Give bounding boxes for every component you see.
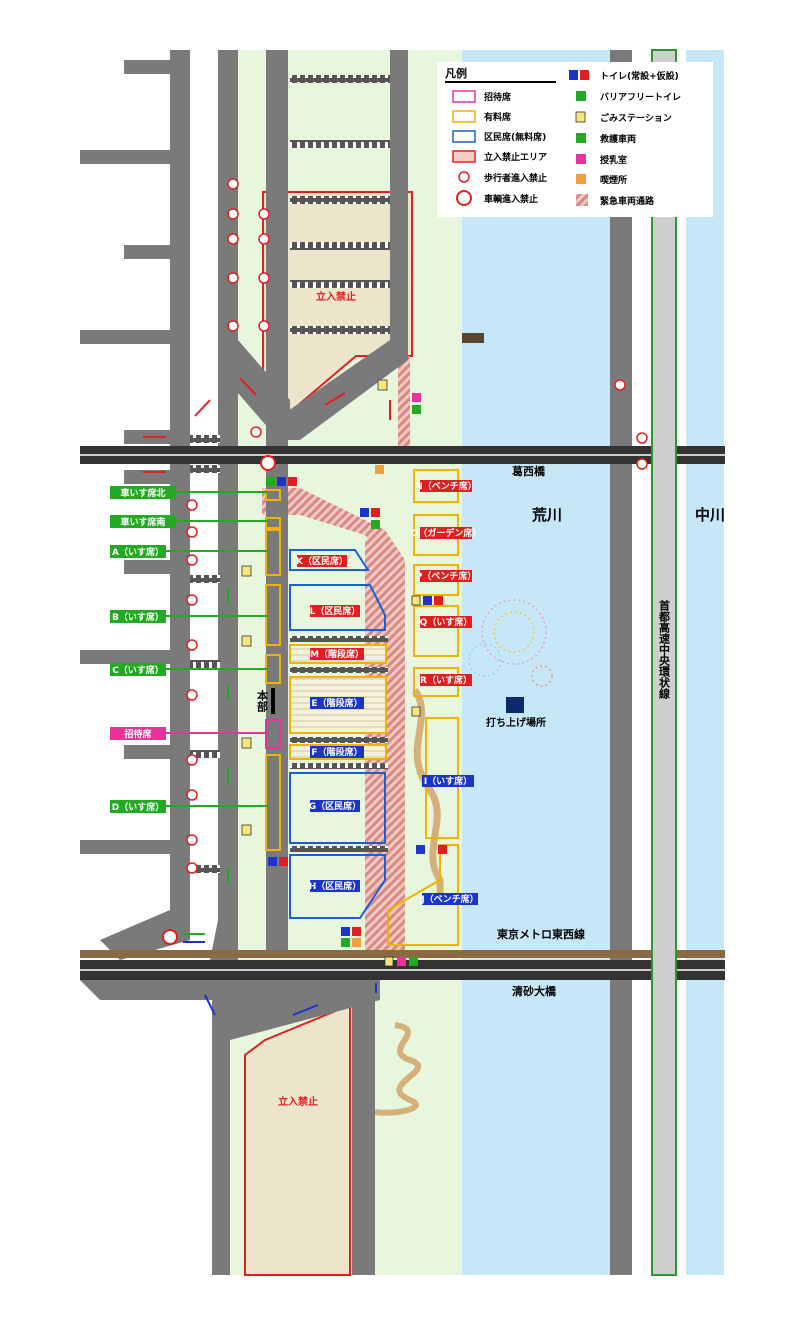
tozai-line-label: 東京メトロ東西線 [497, 927, 585, 941]
launch-site-label: 打ち上げ場所 [486, 716, 546, 729]
crossings [190, 75, 390, 873]
hq-marker [271, 688, 275, 714]
launch-site-marker [506, 697, 524, 713]
kasai-bridge-label: 葛西橋 [511, 464, 546, 478]
resident-seat-labels: K（区民席） L（区民席） G（区民席） H（区民席） [296, 555, 361, 892]
legend-item-resident: 区民席(無料席) [484, 131, 546, 143]
svg-text:R（いす席）: R（いす席） [420, 674, 472, 686]
fireworks-icon [468, 599, 553, 687]
accessible-toilet-icon [576, 91, 586, 101]
east-seat-labels: N（ベンチ席） O（ガーデン席） P（ベンチ席） Q（いす席） R（いす席） I… [411, 480, 482, 905]
nursing-room-icon [576, 154, 586, 164]
sandy-path [411, 688, 444, 900]
facility-icons [241, 379, 447, 967]
svg-text:招待席: 招待席 [124, 728, 151, 740]
svg-text:G（区民席）: G（区民席） [309, 800, 361, 812]
smoking-area-icon [576, 174, 586, 184]
nakagawa-river [686, 50, 724, 1275]
svg-text:J（ベンチ席）: J（ベンチ席） [420, 893, 478, 905]
svg-text:I（いす席）: I（いす席） [424, 775, 472, 787]
paid-seat-box-icon [452, 110, 476, 123]
svg-text:C（いす席）: C（いす席） [112, 664, 164, 676]
svg-text:B（いす席）: B（いす席） [112, 611, 164, 623]
legend-item-invited: 招待席 [484, 91, 511, 103]
no-pedestrian-icon [458, 171, 470, 183]
expressway-label: 首都高速中央環状線 [658, 599, 672, 700]
legend-item-paid: 有料席 [484, 111, 511, 123]
svg-text:K（区民席）: K（区民席） [296, 555, 348, 567]
svg-text:N（ベンチ席）: N（ベンチ席） [415, 480, 477, 492]
direction-arrows [143, 377, 391, 1016]
legend-item-accessible-toilet: バリアフリートイレ [600, 92, 681, 103]
emergency-route-icon [576, 194, 588, 206]
resident-seat-box-icon [452, 130, 476, 143]
legend-item-first-aid: 救護車両 [600, 133, 636, 145]
legend-item-no-pedestrian: 歩行者進入禁止 [484, 172, 547, 184]
legend-title: 凡例 [445, 66, 467, 80]
svg-text:車いす席南: 車いす席南 [120, 516, 165, 528]
no-pedestrian-icons [186, 178, 648, 874]
legend-item-no-vehicle: 車輌進入禁止 [484, 193, 538, 205]
svg-text:M（階段席）: M（階段席） [310, 648, 364, 660]
svg-text:H（区民席）: H（区民席） [309, 880, 362, 892]
no-vehicle-icons [162, 455, 276, 945]
hq-label: 本部 [256, 689, 269, 713]
legend: 凡例 招待席 有料席 区民席(無料席) 立入禁止エリア 歩行者進入禁止 車輌進入… [437, 62, 713, 217]
kiyosuna-bridge-label: 清砂大橋 [512, 984, 557, 998]
invited-seat-box-icon [452, 90, 476, 103]
wheelchair-seat-tags: 車いす席北 車いす席南 A（いす席） B（いす席） C（いす席） D（いす席） … [110, 486, 176, 813]
expressway [651, 49, 677, 1276]
svg-text:O（ガーデン席）: O（ガーデン席） [411, 527, 482, 539]
trash-station-icon [575, 111, 586, 123]
legend-item-emergency: 緊急車両通路 [600, 195, 655, 207]
svg-text:L（区民席）: L（区民席） [310, 605, 361, 617]
restricted-area-south [244, 1003, 351, 1276]
legend-item-trash: ごみステーション [600, 112, 672, 124]
svg-text:A（いす席）: A（いす席） [112, 546, 164, 558]
svg-text:F（階段席）: F（階段席） [311, 746, 362, 758]
tag-leader-lines [166, 491, 268, 807]
svg-text:P（ベンチ席）: P（ベンチ席） [416, 570, 477, 582]
no-vehicle-icon [456, 190, 472, 206]
nakagawa-label: 中川 [695, 506, 725, 524]
legend-item-nursing: 授乳室 [600, 154, 627, 166]
resident-seat-areas [289, 549, 386, 919]
sandy-path-south [374, 1022, 421, 1116]
boat-icon [462, 333, 484, 343]
tozai-line-rail [80, 950, 725, 958]
svg-text:D（いす席）: D（いす席） [112, 801, 164, 813]
svg-text:E（階段席）: E（階段席） [311, 697, 362, 709]
legend-item-restricted: 立入禁止エリア [484, 151, 547, 163]
svg-text:Q（いす席）: Q（いす席） [420, 616, 473, 628]
paid-seat-areas-east [387, 469, 459, 946]
svg-text:車いす席北: 車いす席北 [120, 487, 165, 499]
tiered-seat-labels: M（階段席） E（階段席） F（階段席） [310, 648, 364, 758]
arakawa-river [462, 50, 612, 1275]
first-aid-icon [576, 133, 586, 143]
restricted-area-icon [452, 150, 476, 163]
legend-item-smoking: 喫煙所 [600, 174, 627, 186]
restricted-label-north: 立入禁止 [316, 290, 356, 303]
toilet-icon [569, 70, 578, 80]
arakawa-label: 荒川 [532, 506, 562, 524]
legend-item-toilet: トイレ(常設+仮設) [600, 70, 679, 82]
restricted-label-south: 立入禁止 [278, 1095, 318, 1108]
